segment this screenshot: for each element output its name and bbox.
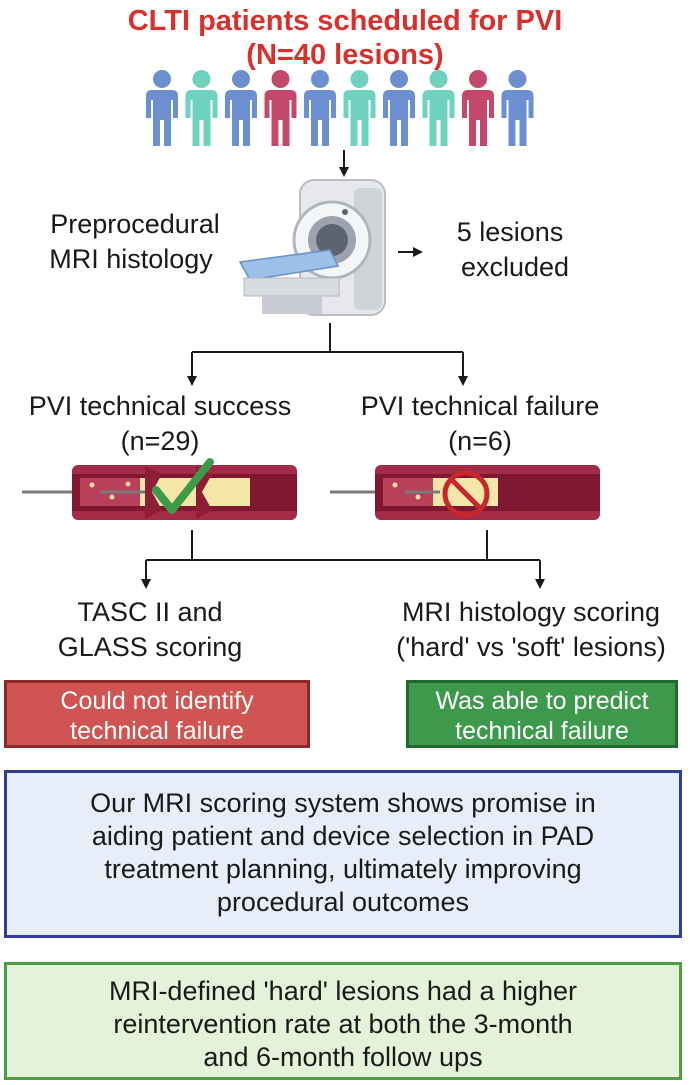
excluded-line-2: excluded — [460, 252, 570, 282]
patient-icon — [383, 70, 415, 146]
mri-scoring-line-1: MRI histology scoring — [401, 597, 661, 627]
excluded-line-1: 5 lesions — [456, 217, 564, 247]
patient-icon — [343, 70, 376, 146]
tasc-result-box: Could not identify technical failure — [4, 680, 310, 748]
finding-line-1: MRI-defined 'hard' lesions had a higher — [108, 976, 578, 1006]
conclusion-box: Our MRI scoring system shows promise in … — [4, 770, 682, 938]
mri-scanner-icon — [238, 179, 386, 316]
title-line-1: CLTI patients scheduled for PVI — [127, 5, 563, 37]
patient-icon — [501, 70, 534, 146]
conclusion-line-1: Our MRI scoring system shows promise in — [90, 788, 596, 818]
success-label-line-1: PVI technical success — [28, 391, 292, 421]
finding-line-2: reintervention rate at both the 3-month — [113, 1009, 573, 1039]
patient-icon — [422, 70, 455, 146]
mri-label-line-1: Preprocedural — [50, 209, 220, 239]
conclusion-line-4: procedural outcomes — [216, 887, 470, 917]
conclusion-line-3: treatment planning, ultimately improving — [104, 854, 582, 884]
patient-icon — [185, 70, 218, 146]
patient-icon — [225, 70, 257, 146]
mri-scoring-line-2: ('hard' vs 'soft' lesions) — [396, 632, 666, 662]
mri-result-line-2: technical failure — [455, 717, 629, 745]
patient-icon — [304, 70, 336, 146]
patient-icon — [146, 70, 178, 146]
mri-result-box: Was able to predict technical failure — [406, 680, 678, 748]
mri-label-line-2: MRI histology — [49, 244, 213, 274]
patient-icon — [264, 70, 297, 146]
vessel-success-illustration — [22, 458, 297, 520]
tasc-result-line-2: technical failure — [70, 717, 244, 745]
finding-box: MRI-defined 'hard' lesions had a higher … — [4, 962, 682, 1080]
checkmark-icon — [152, 458, 214, 514]
prohibited-icon — [442, 470, 490, 518]
mri-result-line-1: Was able to predict — [435, 687, 649, 715]
tasc-label-line-2: GLASS scoring — [57, 632, 243, 662]
patient-icon — [462, 70, 494, 146]
failure-label-line-1: PVI technical failure — [360, 391, 600, 421]
tasc-result-line-1: Could not identify — [60, 687, 254, 715]
failure-label-line-2: (n=6) — [448, 426, 512, 456]
success-label-line-2: (n=29) — [120, 426, 200, 456]
finding-line-3: and 6-month follow ups — [203, 1042, 483, 1072]
vessel-failure-illustration — [330, 465, 600, 520]
conclusion-line-2: aiding patient and device selection in P… — [91, 821, 595, 851]
title-line-2: (N=40 lesions) — [246, 39, 444, 71]
patient-icons-row — [146, 70, 534, 146]
flow-diagram — [22, 70, 600, 589]
tasc-label-line-1: TASC II and — [77, 597, 223, 627]
